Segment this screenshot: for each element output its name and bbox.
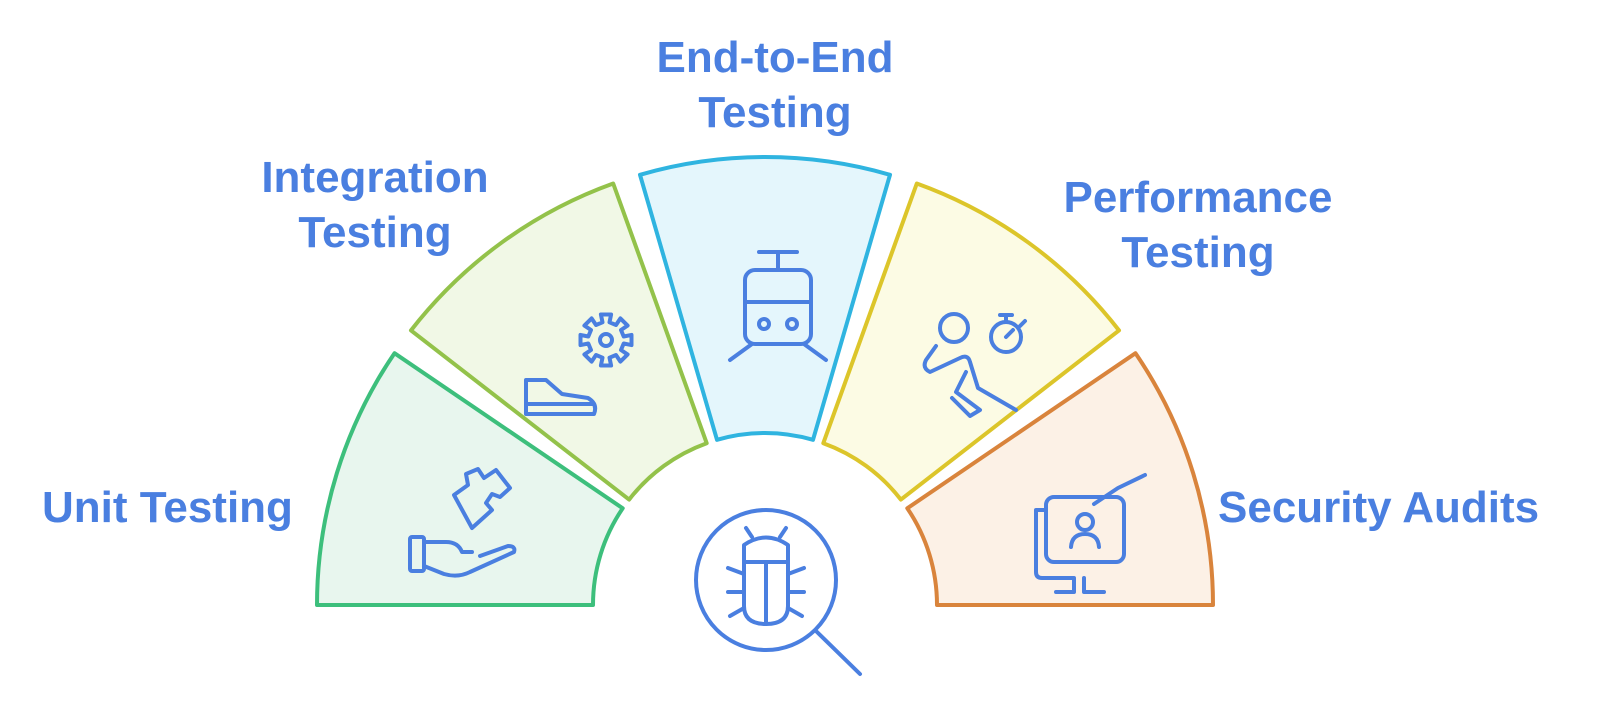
label-end-to-end-testing: End-to-End Testing xyxy=(656,33,894,137)
segment-end-to-end-testing xyxy=(638,155,892,442)
segment-unit-testing xyxy=(315,351,625,607)
segments-layer xyxy=(315,155,1215,607)
train-icon xyxy=(728,250,828,362)
gear-icon xyxy=(578,312,634,368)
segment-security-audits xyxy=(905,351,1215,607)
segment-integration-testing xyxy=(409,181,709,502)
segment-performance-testing xyxy=(821,181,1121,502)
runner-stopwatch-icon xyxy=(922,312,1027,418)
label-integration-testing: Integration Testing xyxy=(261,153,489,257)
label-security-audits: Security Audits xyxy=(1218,483,1540,532)
monitor-user-icon xyxy=(1034,473,1147,594)
label-performance-testing: Performance Testing xyxy=(1063,173,1333,277)
shoe-icon xyxy=(524,378,598,416)
label-unit-testing: Unit Testing xyxy=(42,483,293,532)
hand-puzzle-icon xyxy=(408,467,517,578)
bug-magnifier-icon xyxy=(694,508,862,676)
